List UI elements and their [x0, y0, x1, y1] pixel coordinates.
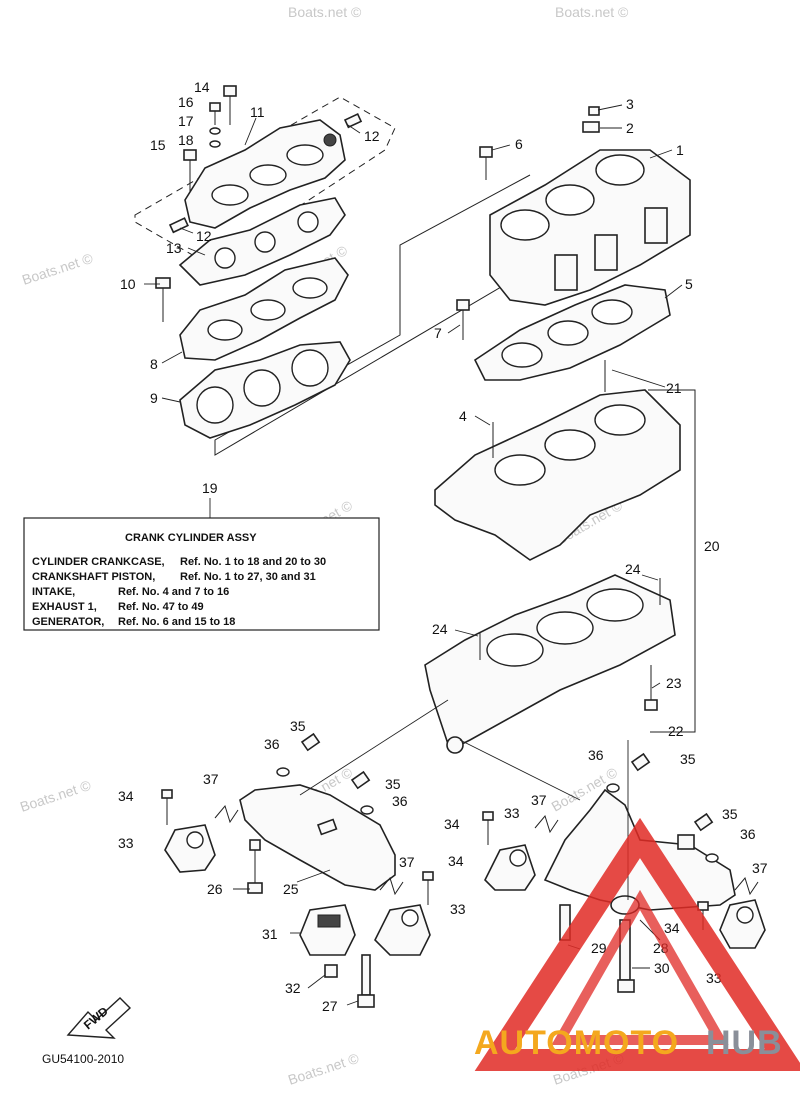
callout-label: 7 — [434, 325, 442, 341]
callout-label: 37 — [531, 792, 547, 808]
upper-crankcase-part — [434, 360, 681, 561]
callout-label: 35 — [385, 776, 401, 792]
assy-line-name: CRANKSHAFT PISTON, — [32, 571, 155, 583]
callout-label: 13 — [166, 240, 182, 256]
assy-box-title: CRANK CYLINDER ASSY — [125, 532, 257, 544]
crankcase-group-bracket — [648, 389, 696, 733]
assy-box-frame — [23, 517, 380, 631]
bolt-part — [183, 85, 237, 192]
callout-label: 8 — [150, 356, 158, 372]
callout-label: 5 — [685, 276, 693, 292]
diagram-code: GU54100-2010 — [42, 1052, 124, 1066]
callout-label: 24 — [625, 561, 641, 577]
callout-label: 4 — [459, 408, 467, 424]
left-engine-bracket-part — [239, 784, 396, 894]
callout-label: 35 — [680, 751, 696, 767]
callout-label: 27 — [322, 998, 338, 1014]
mount-block-part — [299, 904, 375, 1008]
lower-crankcase-part — [424, 574, 676, 754]
assy-line-refs: Ref. No. 6 and 15 to 18 — [118, 616, 235, 628]
callout-labels: 1 2 3 4 5 6 7 8 9 10 11 12 12 13 14 15 1… — [118, 79, 768, 1014]
assy-line-name: CYLINDER CRANKCASE, — [32, 556, 165, 568]
callout-label: 29 — [591, 940, 607, 956]
callout-label: 26 — [207, 881, 223, 897]
callout-label: 12 — [364, 128, 380, 144]
callout-label: 37 — [752, 860, 768, 876]
callout-label: 9 — [150, 390, 158, 406]
cylinder-gasket-part — [179, 341, 351, 439]
assembly-reference-box: CRANK CYLINDER ASSY CYLINDER CRANKCASE, … — [23, 517, 380, 631]
assy-line-refs: Ref. No. 47 to 49 — [118, 601, 204, 613]
assy-line-refs: Ref. No. 4 and 7 to 16 — [118, 586, 229, 598]
callout-label: 2 — [626, 120, 634, 136]
brand-text-hub: HUB — [706, 1024, 783, 1062]
leader-lines — [144, 104, 683, 1006]
callout-label: 14 — [194, 79, 210, 95]
callout-label: 19 — [202, 480, 218, 496]
gasket-holes — [214, 211, 319, 269]
cylinder-head-part — [179, 257, 349, 361]
callout-label: 30 — [654, 960, 670, 976]
head-cover-part — [168, 113, 363, 234]
callout-label: 10 — [120, 276, 136, 292]
callout-label: 36 — [740, 826, 756, 842]
cylinder-block-part — [456, 106, 691, 340]
callout-label: 24 — [432, 621, 448, 637]
callout-label: 23 — [666, 675, 682, 691]
watermark: Boats.net © — [18, 777, 93, 815]
watermark: Boats.net © — [20, 250, 95, 288]
callout-label: 25 — [283, 881, 299, 897]
callout-label: 33 — [504, 805, 520, 821]
callout-label: 1 — [676, 142, 684, 158]
callout-label: 36 — [392, 793, 408, 809]
callout-label: 20 — [704, 538, 720, 554]
callout-label: 34 — [448, 853, 464, 869]
watermark: Boats.net © — [555, 4, 629, 20]
callout-label: 32 — [285, 980, 301, 996]
callout-label: 11 — [250, 104, 265, 120]
callout-label: 22 — [668, 723, 684, 739]
watermark: Boats.net © — [286, 1050, 361, 1088]
assy-line-name: INTAKE, — [32, 586, 75, 598]
callout-label: 37 — [203, 771, 219, 787]
assy-line-refs: Ref. No. 1 to 18 and 20 to 30 — [180, 556, 326, 568]
fastener-parts — [161, 732, 759, 930]
callout-label: 33 — [450, 901, 466, 917]
callout-label: 36 — [588, 747, 604, 763]
callout-label: 35 — [290, 718, 306, 734]
callout-label: 31 — [262, 926, 278, 942]
callout-label: 6 — [515, 136, 523, 152]
callout-label: 16 — [178, 94, 194, 110]
callout-label: 12 — [196, 228, 212, 244]
callout-label: 3 — [626, 96, 634, 112]
forward-arrow-icon: FWD — [66, 997, 132, 1039]
brand-text-automoto: AUTOMOTO — [474, 1024, 679, 1062]
callout-label: 17 — [178, 113, 194, 129]
callout-label: 33 — [118, 835, 134, 851]
bolt-part — [155, 277, 171, 322]
assy-line-name: EXHAUST 1, — [32, 601, 97, 613]
block-gasket-part — [473, 284, 671, 381]
callout-label: 34 — [664, 920, 680, 936]
callout-label: 37 — [399, 854, 415, 870]
callout-label: 36 — [264, 736, 280, 752]
callout-label: 21 — [666, 380, 682, 396]
callout-label: 15 — [150, 137, 166, 153]
assy-line-name: GENERATOR, — [32, 616, 104, 628]
callout-label: 35 — [722, 806, 738, 822]
watermark: Boats.net © — [288, 4, 362, 20]
callout-label: 34 — [444, 816, 460, 832]
engine-mount-part — [164, 824, 766, 956]
callout-label: 18 — [178, 132, 194, 148]
callout-label: 34 — [118, 788, 134, 804]
assy-line-refs: Ref. No. 1 to 27, 30 and 31 — [180, 571, 316, 583]
brand-triangle-logo — [474, 817, 800, 1071]
